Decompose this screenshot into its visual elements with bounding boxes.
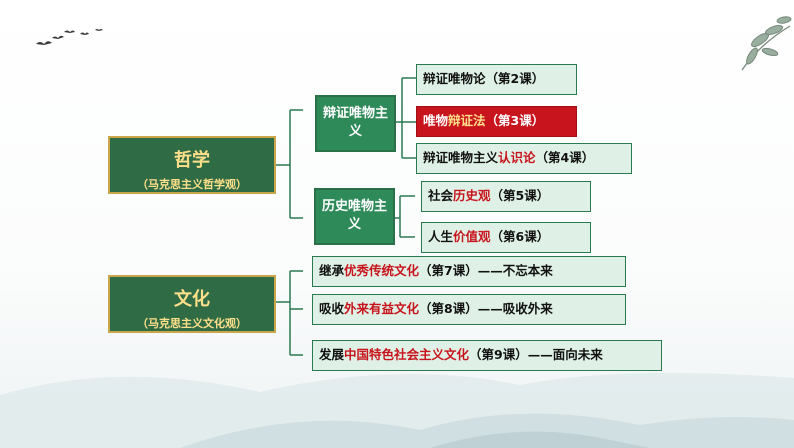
leaf-text: 辩证唯物论（第2课） <box>423 71 545 86</box>
leaf-text-suffix: （第6课） <box>490 229 550 244</box>
leaf-inherit-traditional-culture: 继承优秀传统文化（第7课）——不忘本来 <box>312 256 626 287</box>
leaf-text: 人生 <box>428 229 454 244</box>
mid-node-label: 历史唯物主义 <box>322 199 388 232</box>
leaf-epistemology: 辩证唯物主义认识论（第4课） <box>416 143 632 174</box>
root-node-subtitle: （马克思主义文化观） <box>137 317 247 330</box>
leaf-absorb-foreign-culture: 吸收外来有益文化（第8课）——吸收外来 <box>312 294 626 325</box>
mid-node-historical-materialism: 历史唯物主义 <box>314 188 395 245</box>
leaf-text: 社会 <box>428 188 454 203</box>
leaf-highlight: 外来有益文化 <box>344 301 420 316</box>
leaf-text-suffix: （第8课）——吸收外来 <box>419 301 553 316</box>
leaf-text: 辩证唯物主义 <box>423 150 499 165</box>
root-node-title: 文化 <box>174 289 210 310</box>
connector-culture <box>276 270 303 356</box>
mid-node-dialectical-materialism: 辩证唯物主义 <box>315 95 396 152</box>
connector-dialectical <box>396 77 416 159</box>
leaf-highlight: 价值观 <box>453 229 491 244</box>
leaf-text: 唯物 <box>423 113 449 128</box>
mid-node-label: 辩证唯物主义 <box>323 106 389 139</box>
connector-philosophy <box>276 109 303 219</box>
leaf-text: 继承 <box>319 263 345 278</box>
leaf-highlight: 认识论 <box>498 150 536 165</box>
root-node-culture: 文化 （马克思主义文化观） <box>108 275 276 333</box>
connector-historical <box>395 195 415 238</box>
leaf-highlight: 历史观 <box>453 188 491 203</box>
leaf-historical-view: 社会历史观（第5课） <box>421 181 591 212</box>
leaf-values: 人生价值观（第6课） <box>421 222 591 253</box>
plant-illustration <box>741 16 792 71</box>
root-node-title: 哲学 <box>174 150 210 171</box>
leaf-text-suffix: （第7课）——不忘本来 <box>419 263 553 278</box>
leaf-text-suffix: （第5课） <box>490 188 550 203</box>
birds-illustration <box>36 29 103 45</box>
leaf-text-suffix: （第4课） <box>535 150 595 165</box>
root-node-philosophy: 哲学 （马克思主义哲学观） <box>108 136 276 194</box>
mountains-illustration <box>0 372 794 448</box>
root-node-subtitle: （马克思主义哲学观） <box>137 178 247 191</box>
leaf-highlight: 中国特色社会主义文化 <box>344 347 470 362</box>
leaf-highlight: 优秀传统文化 <box>344 263 420 278</box>
leaf-dialectics: 唯物辩证法（第3课） <box>416 106 577 137</box>
leaf-text: 发展 <box>319 347 345 362</box>
leaf-text-suffix: （第3课） <box>485 113 545 128</box>
leaf-develop-socialist-culture: 发展中国特色社会主义文化（第9课）——面向未来 <box>312 340 662 371</box>
leaf-highlight: 辩证法 <box>448 113 486 128</box>
leaf-text-suffix: （第9课）——面向未来 <box>469 347 603 362</box>
leaf-text: 吸收 <box>319 301 345 316</box>
leaf-dialectical-materialism: 辩证唯物论（第2课） <box>416 64 577 95</box>
